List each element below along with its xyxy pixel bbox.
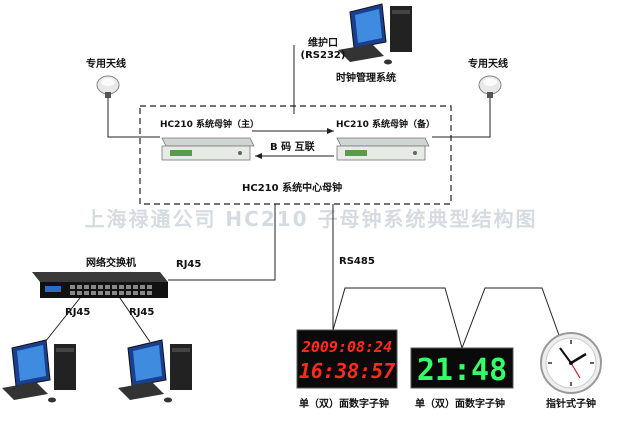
analog-clock-icon bbox=[540, 332, 602, 394]
network-switch-icon bbox=[32, 272, 168, 298]
watermark-title: 上海禄通公司 HC210 子母钟系统典型结构图 bbox=[84, 207, 538, 231]
switch-label: 网络交换机 bbox=[86, 258, 136, 269]
master-backup-device bbox=[336, 137, 430, 161]
led-clock-red-time: 16:38:57 bbox=[299, 359, 395, 383]
clock1-label: 单（双）面数字子钟 bbox=[299, 399, 389, 410]
rs485-label: RS485 bbox=[339, 256, 375, 267]
maintenance-port-sub: (RS232) bbox=[300, 50, 346, 61]
center-master-box bbox=[139, 105, 452, 205]
management-pc-icon bbox=[338, 3, 412, 65]
antenna-right-line bbox=[432, 96, 491, 138]
interconnect-bottom-arrow bbox=[255, 153, 262, 159]
antenna-right-label: 专用天线 bbox=[468, 59, 508, 70]
led-clock-red-date: 2009:08:24 bbox=[301, 338, 392, 356]
rs485-bus bbox=[332, 204, 561, 350]
switch-pc-left-line bbox=[44, 297, 81, 343]
master-backup-title: HC210 系统母钟（备） bbox=[336, 120, 436, 130]
master-main-device bbox=[161, 137, 255, 161]
time-mgmt-label: 时钟管理系统 bbox=[336, 73, 396, 84]
maintenance-port-title: 维护口 bbox=[308, 38, 338, 49]
pc-left-icon bbox=[2, 339, 76, 403]
rj45-top-label: RJ45 bbox=[176, 259, 202, 270]
antenna-left-line bbox=[107, 96, 160, 138]
rj45-line bbox=[168, 204, 276, 281]
led-clock-red: 2009:08:24 16:38:57 bbox=[296, 329, 398, 389]
interconnect-top-arrow bbox=[327, 128, 334, 134]
antenna-right-icon bbox=[478, 75, 502, 98]
center-title: HC210 系统中心母钟 bbox=[242, 183, 343, 194]
clock3-label: 指针式子钟 bbox=[546, 399, 596, 410]
rj45-left-label: RJ45 bbox=[65, 307, 91, 318]
master-main-title: HC210 系统母钟（主） bbox=[160, 120, 260, 130]
switch-pc-right-line bbox=[119, 297, 151, 343]
rj45-right-label: RJ45 bbox=[129, 307, 155, 318]
clock2-label: 单（双）面数字子钟 bbox=[415, 399, 505, 410]
pc-right-icon bbox=[118, 339, 192, 403]
maintenance-port-label: 维护口 (RS232) bbox=[297, 38, 349, 62]
led-clock-green: 21:48 bbox=[410, 347, 514, 389]
b-code-label: B 码 互联 bbox=[270, 142, 315, 153]
led-clock-green-time: 21:48 bbox=[417, 353, 507, 388]
antenna-left-label: 专用天线 bbox=[86, 59, 126, 70]
antenna-left-icon bbox=[96, 75, 120, 98]
